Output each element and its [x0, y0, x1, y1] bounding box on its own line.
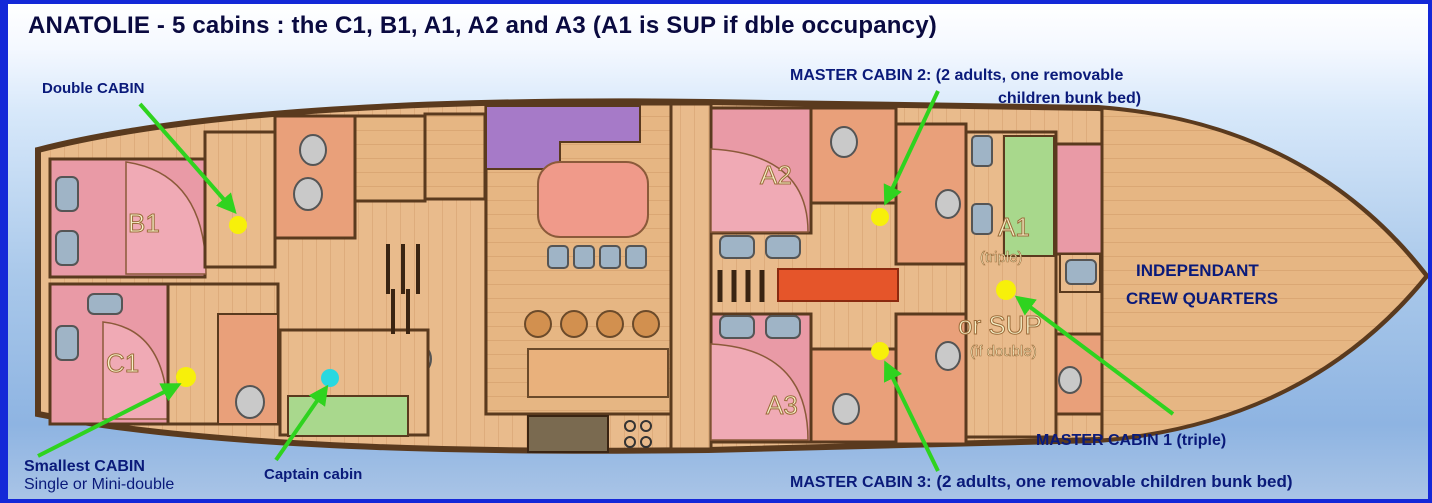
label-master-cabin-2: MASTER CABIN 2: (2 adults, one removable	[790, 67, 1123, 85]
marker-a3	[871, 342, 889, 360]
label-captain-cabin: Captain cabin	[264, 466, 363, 483]
label-smallest-cabin: Smallest CABIN	[24, 458, 145, 475]
label-smallest-sub: Single or Mini-double	[24, 476, 175, 493]
diagram-panel: ANATOLIE - 5 cabins : the C1, B1, A1, A2…	[8, 4, 1428, 499]
room-label-sup: or SUP	[958, 310, 1042, 340]
label-master-cabin-3-text: : (2 adults, one removable children bunk…	[926, 472, 1293, 491]
arrow-master3	[883, 360, 940, 472]
room-label-a2: A2	[760, 160, 792, 190]
label-master-cabin-2-bold: MASTER CABIN 2	[790, 67, 927, 84]
marker-captain	[321, 369, 339, 387]
room-label-a3: A3	[766, 390, 798, 420]
arrow-master2	[883, 90, 940, 206]
label-master-cabin-2-text: : (2 adults, one removable	[926, 67, 1124, 84]
marker-a1	[996, 280, 1016, 300]
crew-label-line2: CREW QUARTERS	[1126, 289, 1278, 308]
label-master-cabin-2-line2: children bunk bed)	[998, 90, 1142, 107]
label-master-cabin-3-bold: MASTER CABIN 3	[790, 474, 927, 491]
page-title: ANATOLIE - 5 cabins : the C1, B1, A1, A2…	[28, 12, 937, 39]
arrow-captain	[274, 384, 329, 462]
label-master-cabin-3: MASTER CABIN 3: (2 adults, one removable…	[790, 472, 1293, 492]
arrow-master1	[1014, 295, 1175, 416]
room-label-a1-sub: (triple)	[980, 249, 1023, 266]
room-label-b1: B1	[128, 208, 160, 238]
label-double-cabin: Double CABIN	[42, 80, 145, 97]
arrow-smallest	[37, 383, 182, 458]
room-label-a1: A1	[998, 212, 1030, 242]
marker-a2	[871, 208, 889, 226]
boat-floor-plan: B1 C1 A2 A3 A1 (triple) or SUP (if doubl…	[35, 90, 1428, 472]
marker-c1	[176, 367, 196, 387]
room-label-sup-sub: (if double)	[970, 343, 1037, 360]
label-master-cabin-1: MASTER CABIN 1 (triple)	[1036, 432, 1227, 449]
crew-label-line1: INDEPENDANT	[1136, 261, 1259, 280]
room-label-c1: C1	[106, 348, 139, 378]
marker-b1	[229, 216, 247, 234]
corridor	[777, 268, 899, 302]
arrow-double-cabin	[138, 102, 237, 215]
crew-quarters	[1100, 106, 1428, 442]
